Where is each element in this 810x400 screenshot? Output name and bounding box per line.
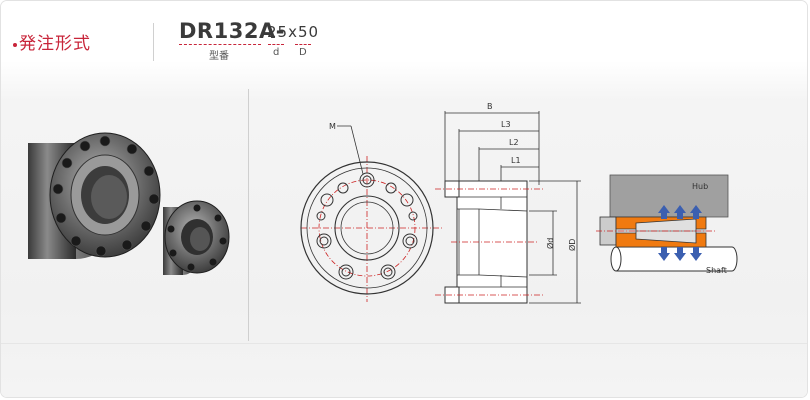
model-code: DR132A- — [179, 19, 285, 43]
label-L1: L1 — [511, 156, 521, 165]
D-underline — [295, 44, 311, 45]
product-photo — [28, 132, 230, 275]
model-label: 型番 — [209, 51, 229, 62]
front-view-labels: M — [329, 122, 336, 131]
front-view-drawing — [300, 125, 443, 302]
label-hub: Hub — [692, 182, 708, 191]
D-label: D — [299, 47, 307, 58]
d-underline — [268, 44, 284, 45]
section-labels: Hub Shaft — [692, 182, 727, 275]
section-diagram — [596, 174, 738, 272]
side-view-drawing — [435, 111, 581, 304]
bottom-divider — [1, 343, 807, 344]
model-underline — [179, 44, 261, 45]
model-size: 25x50 — [267, 23, 320, 41]
d-label: d — [273, 47, 280, 58]
label-L2: L2 — [509, 138, 519, 147]
label-M: M — [329, 122, 336, 131]
header-divider — [153, 23, 154, 61]
label-L3: L3 — [501, 120, 511, 129]
photo-divider — [248, 89, 249, 341]
label-phi-d: Ød — [545, 238, 555, 249]
order-format-title: 発注形式 — [13, 29, 91, 54]
label-B: B — [487, 102, 493, 111]
side-view-labels: B L3 L2 L1 Ød ØD — [487, 102, 577, 251]
label-phi-D: ØD — [567, 239, 577, 251]
label-shaft: Shaft — [706, 266, 727, 275]
